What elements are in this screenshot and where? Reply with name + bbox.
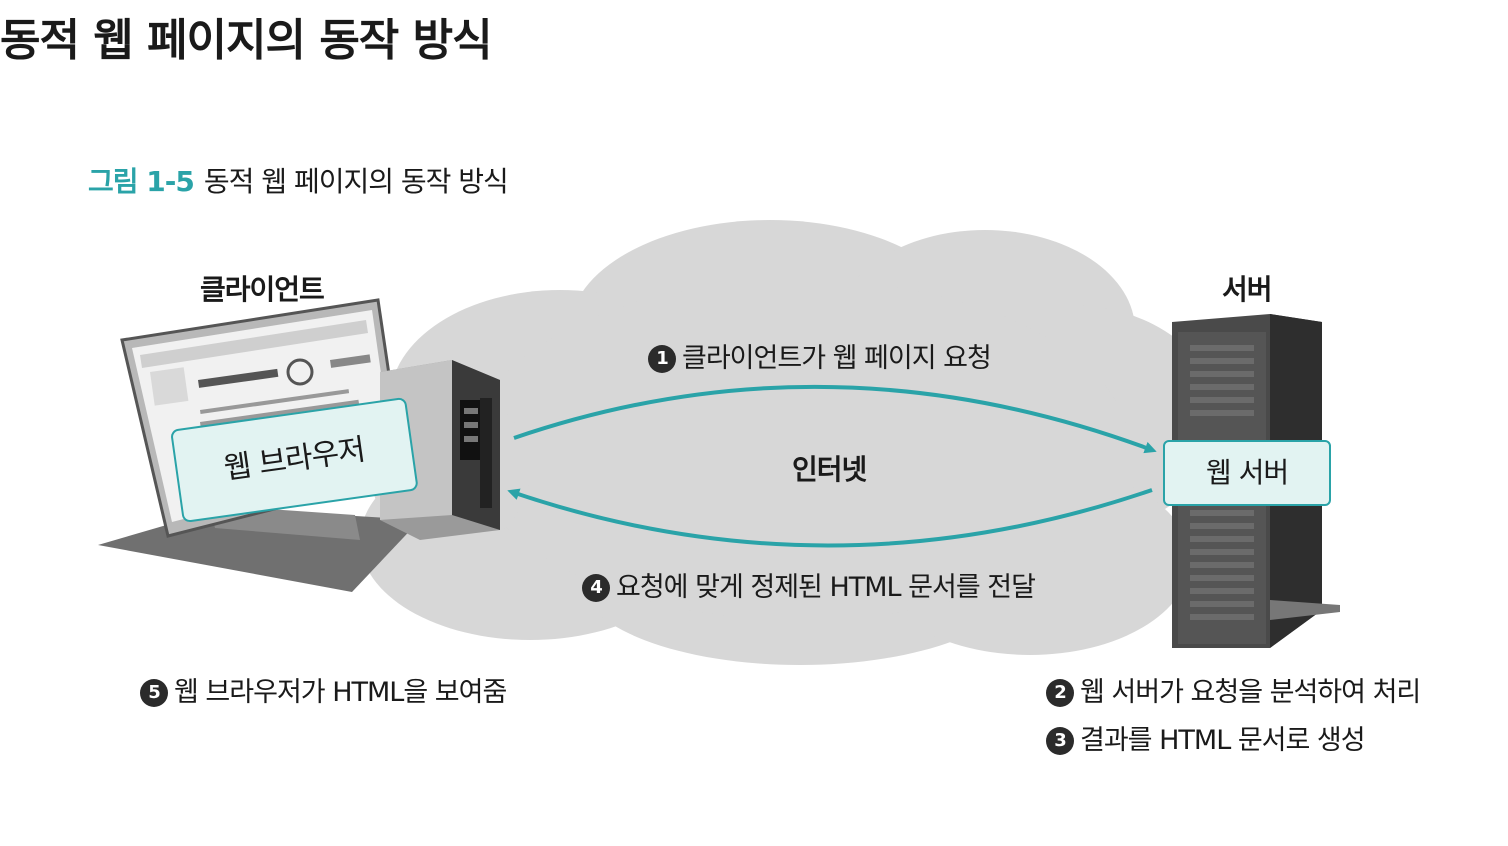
- step-text: 클라이언트가 웹 페이지 요청: [682, 343, 992, 374]
- internet-label: 인터넷: [792, 453, 867, 486]
- step-number-badge: 1: [648, 345, 676, 373]
- step-number-badge: 3: [1046, 727, 1074, 755]
- request-arrow: [513, 384, 1157, 454]
- server-label: 서버: [1222, 273, 1273, 306]
- step-text: 웹 브라우저가 HTML을 보여줌: [174, 677, 507, 708]
- step-text: 요청에 맞게 정제된 HTML 문서를 전달: [616, 572, 1036, 603]
- client-label: 클라이언트: [200, 273, 325, 306]
- step-number-badge: 4: [582, 574, 610, 602]
- figure-number: 그림 1-5: [88, 165, 195, 198]
- figure-caption-text: 동적 웹 페이지의 동작 방식: [203, 165, 509, 198]
- step-text: 웹 서버가 요청을 분석하여 처리: [1080, 677, 1421, 708]
- page-title: 동적 웹 페이지의 동작 방식: [0, 15, 493, 66]
- response-arrow: [507, 488, 1153, 548]
- web-server-box: 웹 서버: [1163, 440, 1331, 506]
- step-text: 결과를 HTML 문서로 생성: [1080, 725, 1366, 756]
- step-number-badge: 2: [1046, 679, 1074, 707]
- step-number-badge: 5: [140, 679, 168, 707]
